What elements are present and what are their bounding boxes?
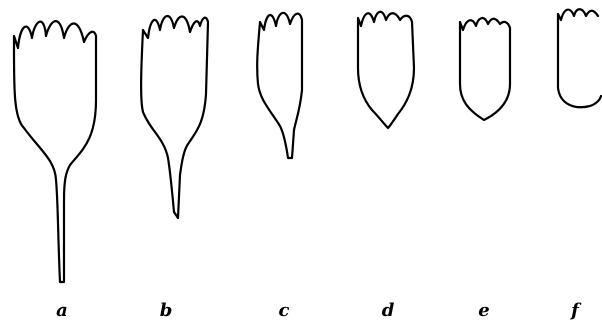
shape-b-label: b — [154, 302, 178, 320]
shape-a-outline — [14, 21, 96, 282]
shape-c-label: c — [272, 302, 296, 320]
shape-e-label: e — [472, 302, 496, 320]
shape-e-outline — [460, 18, 510, 120]
shape-c-outline — [257, 13, 302, 158]
shape-b-outline — [141, 16, 208, 218]
shape-f-outline — [558, 9, 601, 107]
shape-d-outline — [358, 12, 414, 128]
shape-d-label: d — [376, 302, 400, 320]
shape-a-label: a — [50, 302, 74, 320]
shape-f-label: f — [563, 302, 587, 320]
